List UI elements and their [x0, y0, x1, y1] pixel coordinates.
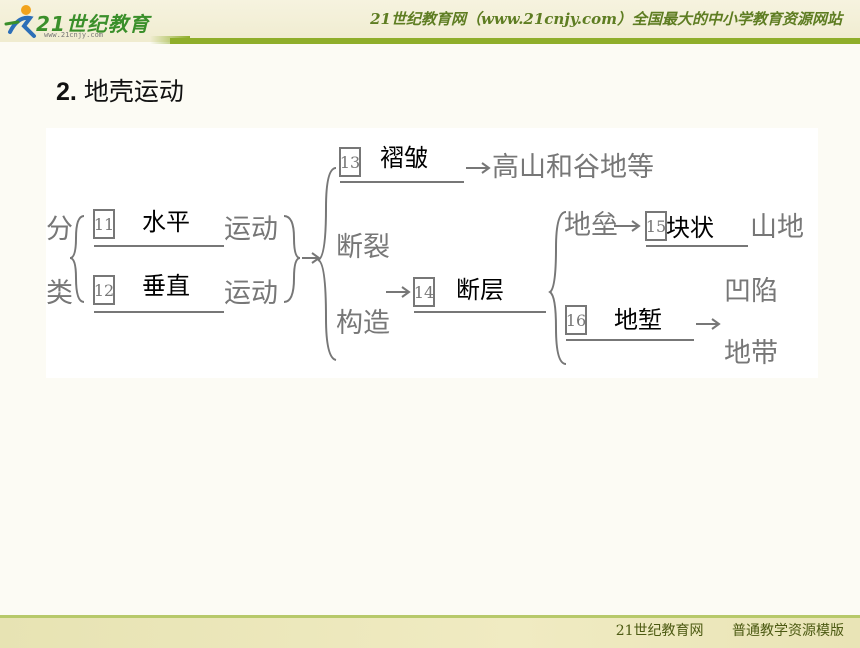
runner-logo-icon	[4, 5, 36, 38]
label-yundong-12: 运动	[224, 278, 278, 309]
answer-11: 水平	[142, 208, 190, 236]
brace-main	[317, 167, 337, 361]
footer-text: 21世纪教育网 普通教学资源模版	[592, 620, 844, 640]
logo-text: 21世纪教育	[36, 12, 150, 36]
box-15	[645, 211, 667, 241]
box-15-label: 15	[646, 217, 666, 236]
answer-13: 褶皱	[380, 144, 428, 172]
logo-url: www.21cnjy.com	[44, 31, 104, 39]
box-16	[565, 305, 587, 335]
box-11	[93, 209, 115, 239]
box-12-label: 12	[94, 281, 114, 300]
label-dilei: 地垒	[564, 210, 618, 241]
label-didai: 地带	[724, 338, 778, 369]
heading-title: 地壳运动	[83, 78, 184, 106]
label-shandi: 山地	[750, 212, 804, 243]
box-11-label: 11	[94, 215, 114, 234]
answer-12: 垂直	[142, 272, 190, 300]
header-tagline: 21世纪教育网（www.21cnjy.com）全国最大的中小学教育资源网站	[370, 10, 842, 28]
label-fen: 分	[46, 214, 73, 245]
box-12	[93, 275, 115, 305]
box-14	[413, 277, 435, 307]
box-16-label: 16	[566, 311, 586, 330]
crust-movement-diagram: 11 12 13 14 15 16 分 类 运动 运动 断裂 构造 高山和谷地等…	[46, 128, 818, 378]
brace-left	[69, 215, 85, 303]
brace-right	[283, 215, 301, 303]
label-gaoshan: 高山和谷地等	[492, 152, 654, 183]
header-bar	[0, 0, 860, 42]
box-13-label: 13	[340, 153, 360, 172]
label-lei: 类	[46, 278, 73, 309]
box-14-label: 14	[414, 283, 434, 302]
page-heading: 2. 地壳运动	[56, 72, 184, 108]
site-logo[interactable]: 21世纪教育 www.21cnjy.com	[4, 2, 154, 40]
answer-14: 断层	[456, 276, 504, 304]
diagram-lines: 11 12 13 14 15 16 分 类 运动 运动 断裂 构造 高山和谷地等…	[46, 147, 804, 369]
footer-bar	[0, 615, 860, 648]
heading-number: 2.	[56, 78, 77, 106]
footer-template: 普通教学资源模版	[732, 623, 844, 639]
header-stripe	[170, 38, 860, 44]
label-duanlie: 断裂	[336, 232, 390, 263]
footer-site[interactable]: 21世纪教育网	[615, 623, 704, 639]
answer-15: 块状	[666, 214, 714, 242]
answer-16: 地堑	[614, 306, 662, 334]
label-aoxian: 凹陷	[724, 276, 778, 307]
label-gouzao: 构造	[336, 308, 390, 339]
label-yundong-11: 运动	[224, 214, 278, 245]
brace-fault	[548, 211, 567, 365]
box-13	[339, 147, 361, 177]
